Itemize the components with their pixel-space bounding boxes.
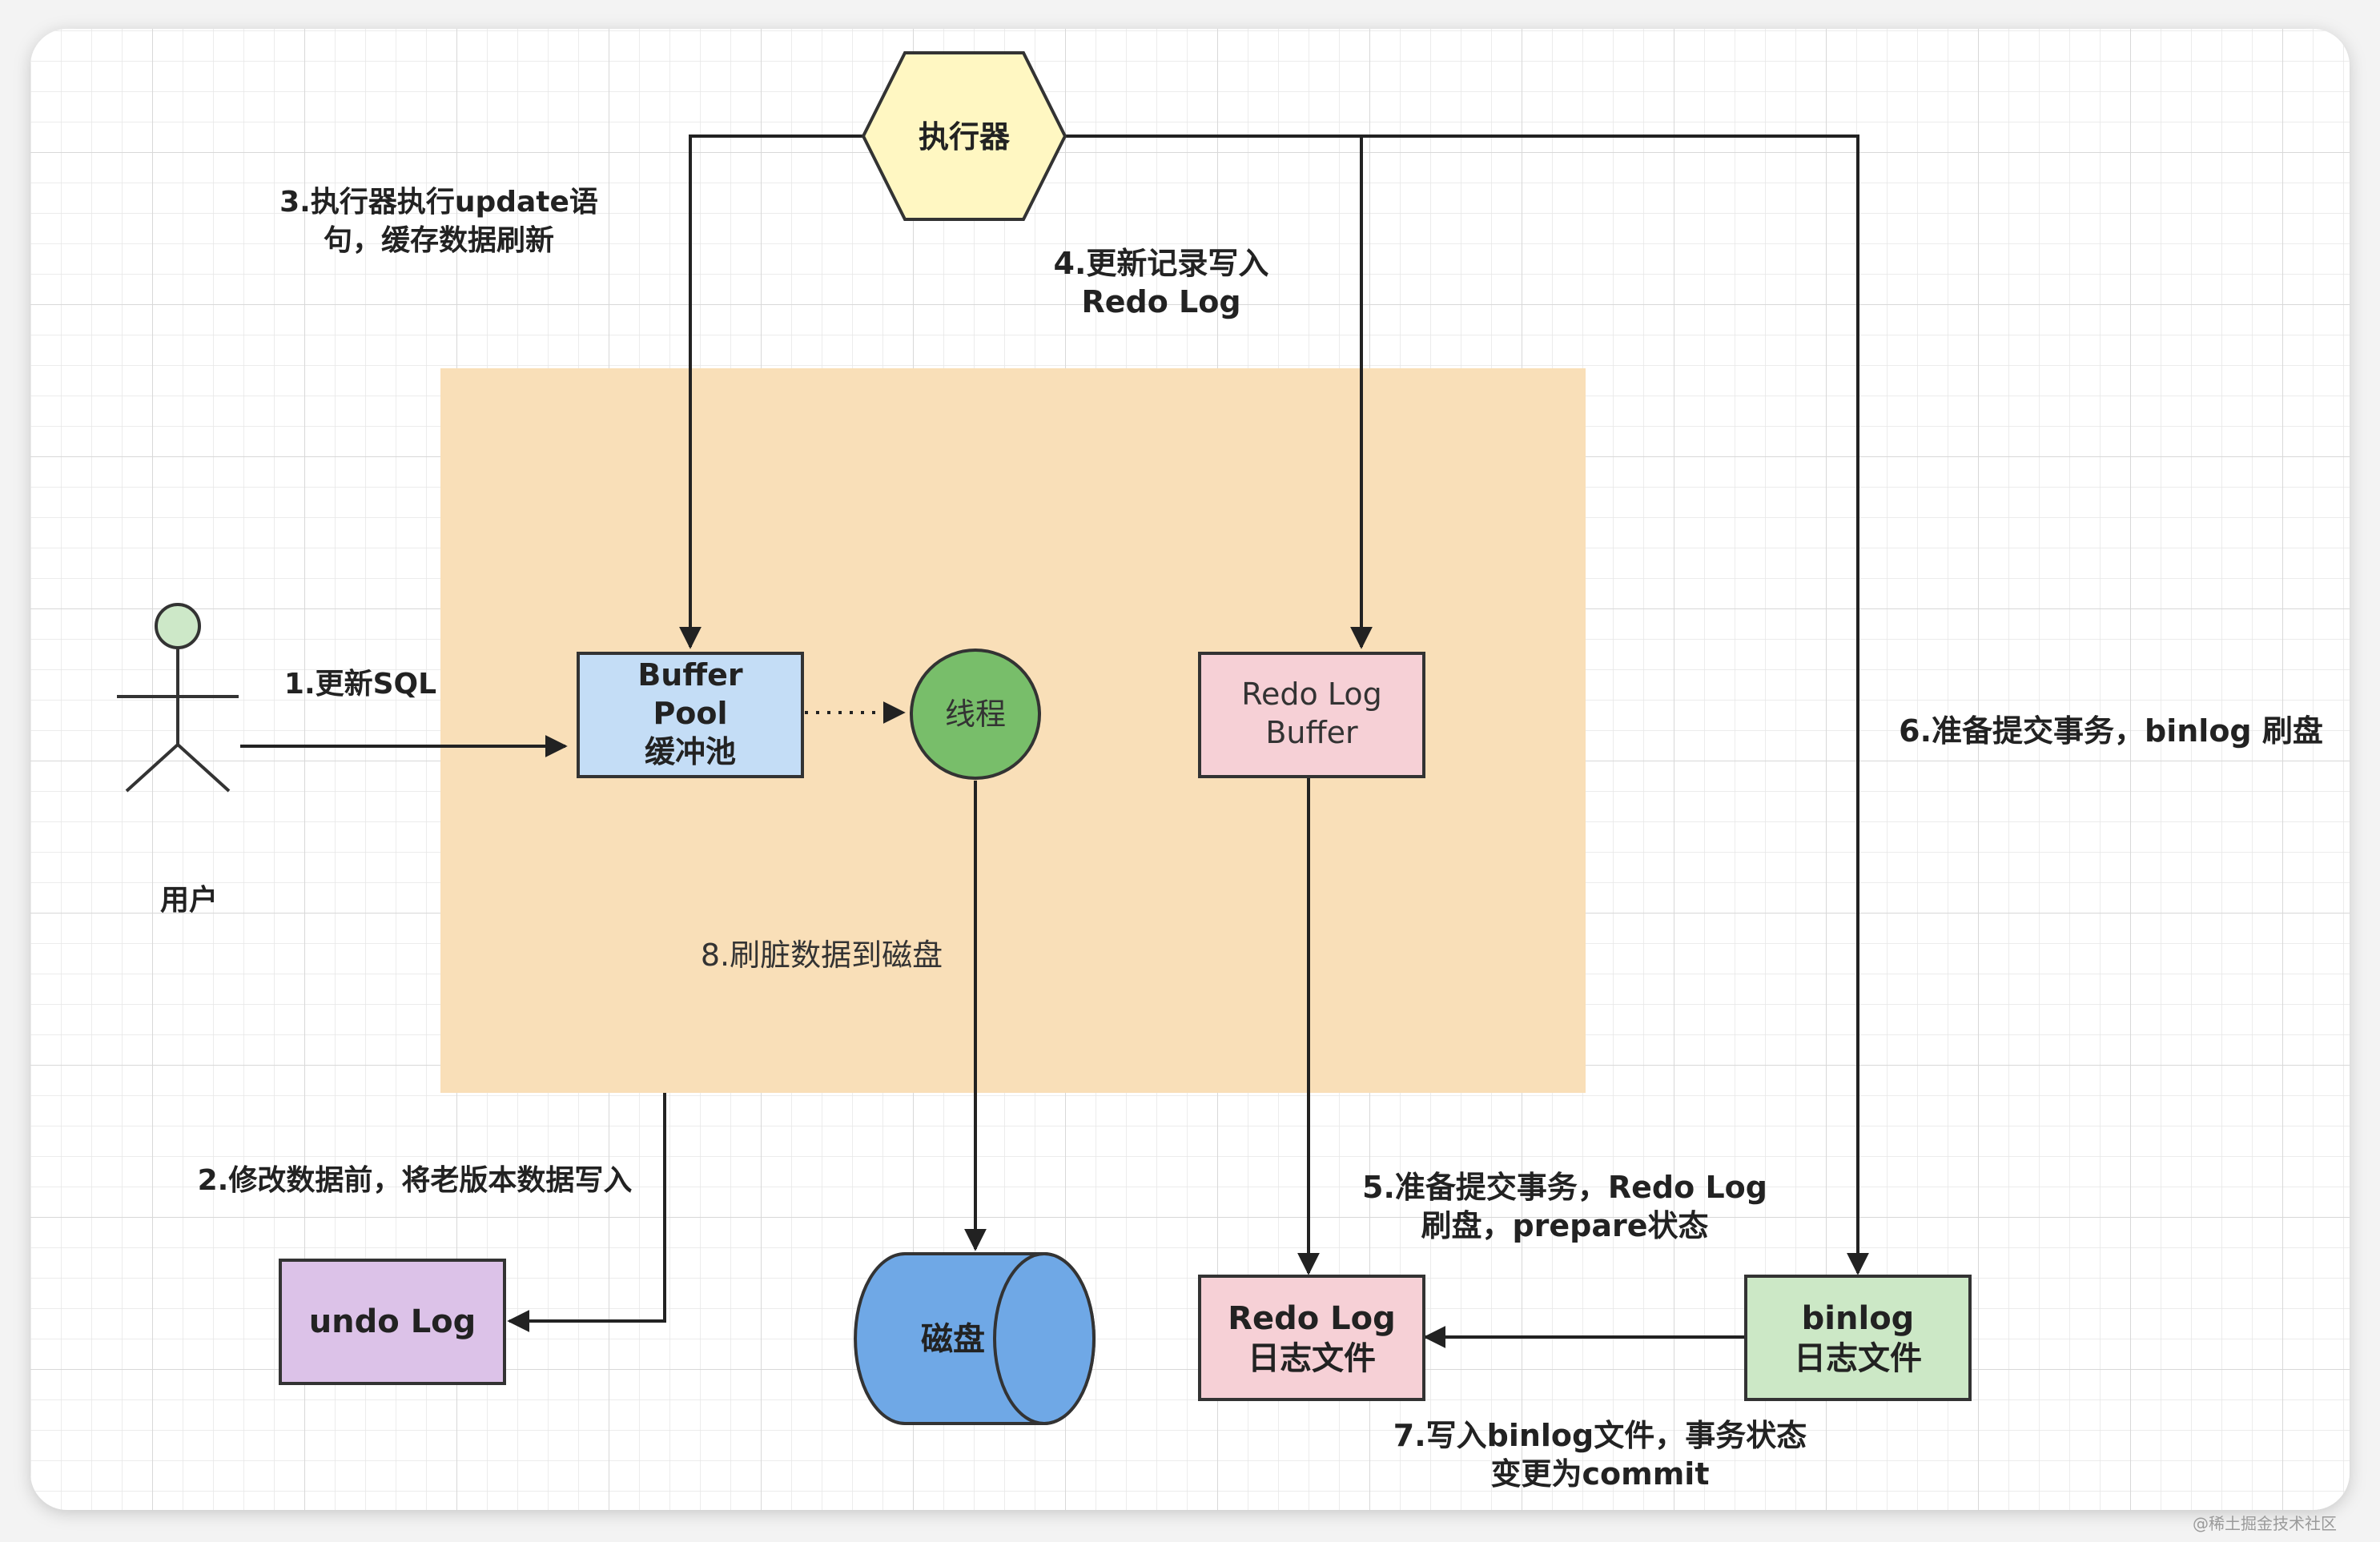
step-4-label-2: Redo Log: [1081, 284, 1240, 319]
disk-node: 磁盘: [854, 1252, 1096, 1425]
binlog-file-label-1: binlog: [1802, 1300, 1915, 1337]
step-7-label-1: 7.写入binlog文件，事务状态: [1393, 1418, 1807, 1453]
redo-log-file-node: Redo Log 日志文件: [1198, 1275, 1425, 1401]
thread-label: 线程: [945, 697, 1006, 732]
redo-log-file-label-2: 日志文件: [1248, 1340, 1376, 1377]
step-3-label-2: 句，缓存数据刷新: [324, 224, 554, 257]
edge-executor-to-binlog: [1361, 135, 1869, 1275]
undo-log-label: undo Log: [309, 1303, 476, 1340]
step-1-label: 1.更新SQL: [284, 668, 436, 701]
undo-log-box: [279, 1259, 506, 1385]
disk-label: 磁盘: [921, 1321, 985, 1358]
buffer-pool-label-2: Pool: [653, 696, 727, 731]
redo-log-buffer-label-2: Buffer: [1265, 715, 1358, 750]
buffer-pool-node: Buffer Pool 缓冲池: [577, 652, 804, 778]
binlog-file-node: binlog 日志文件: [1744, 1275, 1972, 1401]
step-3-label-1: 3.执行器执行update语: [279, 186, 598, 219]
redo-log-file-label-1: Redo Log: [1228, 1300, 1396, 1337]
undo-log-node: undo Log: [279, 1259, 506, 1385]
edge-executor-to-buffer-pool: [679, 135, 863, 649]
step-5-label-2: 刷盘，prepare状态: [1421, 1208, 1708, 1243]
redo-log-buffer-node: Redo Log Buffer: [1198, 652, 1425, 778]
redo-log-file-box: [1198, 1275, 1425, 1401]
user-actor: 用户: [117, 603, 239, 917]
binlog-file-box: [1744, 1275, 1972, 1401]
step-5-label-1: 5.准备提交事务，Redo Log: [1362, 1170, 1767, 1205]
thread-node: 线程: [910, 649, 1041, 780]
step-7-label-2: 变更为commit: [1490, 1456, 1709, 1492]
user-leg-right: [176, 743, 231, 793]
step-6-label: 6.准备提交事务，binlog 刷盘: [1899, 713, 2323, 749]
buffer-pool-label-1: Buffer: [637, 657, 743, 693]
user-label: 用户: [160, 884, 218, 917]
executor-hexagon: [861, 51, 1067, 221]
executor-node: 执行器: [861, 51, 1067, 221]
redo-log-buffer-box: [1198, 652, 1425, 778]
user-head-icon: [155, 603, 201, 649]
thread-circle: [910, 649, 1041, 780]
redo-log-buffer-label-1: Redo Log: [1241, 677, 1381, 712]
edge-memory-to-undo-log: [507, 1093, 666, 1332]
buffer-pool-box: [577, 652, 804, 778]
step-2-label: 2.修改数据前，将老版本数据写入: [198, 1164, 633, 1197]
step-8-label: 8.刷脏数据到磁盘: [701, 938, 943, 973]
disk-cylinder-cap: [993, 1252, 1096, 1425]
binlog-file-label-2: 日志文件: [1794, 1340, 1922, 1377]
user-leg-left: [125, 743, 179, 793]
buffer-pool-label-3: 缓冲池: [645, 734, 736, 769]
executor-label: 执行器: [919, 119, 1011, 155]
step-4-label-1: 4.更新记录写入: [1054, 246, 1269, 281]
watermark-text: @稀土掘金技术社区: [2193, 1514, 2337, 1533]
